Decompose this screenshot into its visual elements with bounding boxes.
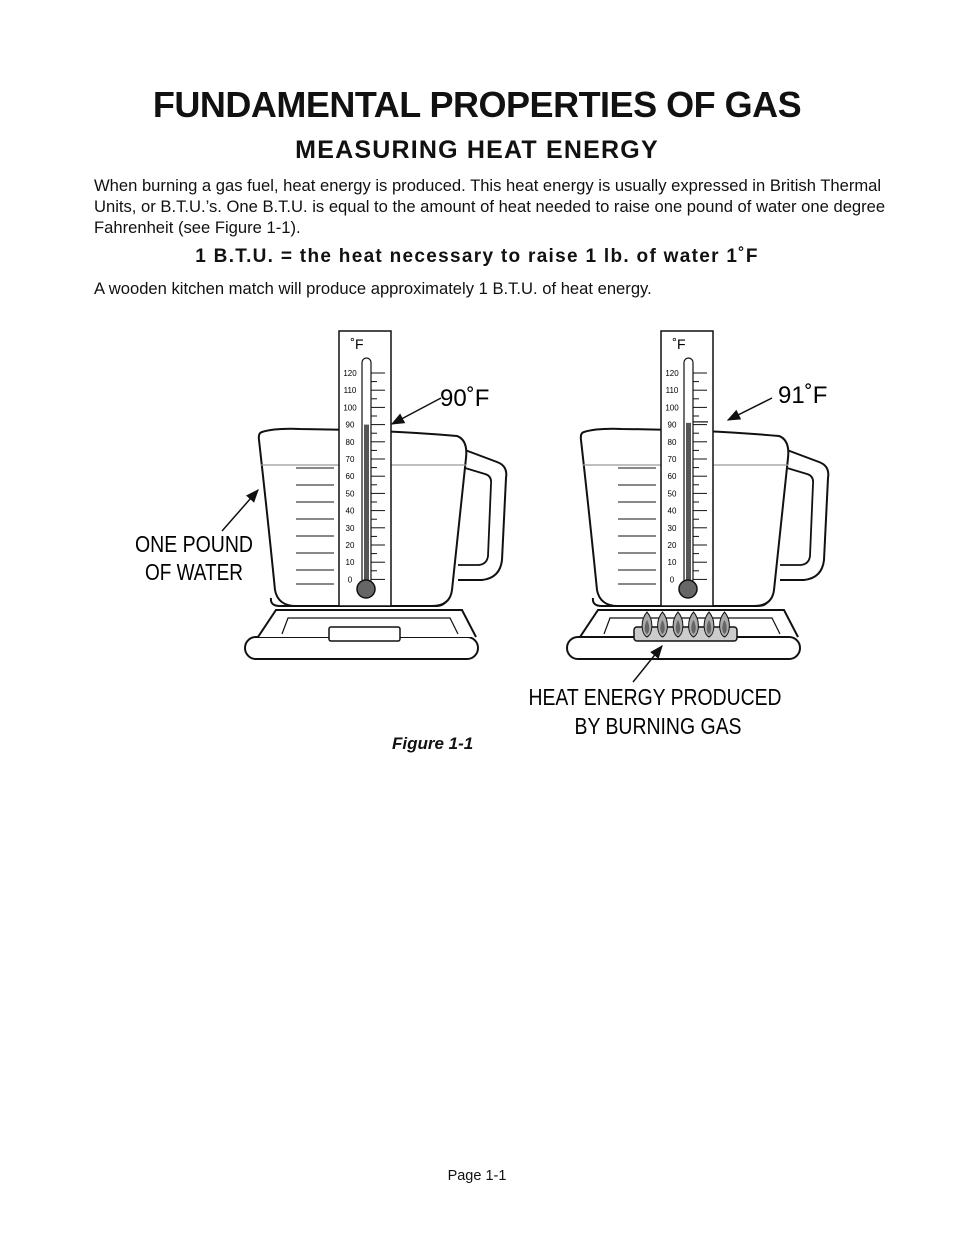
- scale-label-0: 0: [670, 575, 675, 584]
- scale-label-60: 60: [346, 472, 355, 481]
- scale-label-80: 80: [668, 438, 677, 447]
- scale-label-60: 60: [668, 472, 677, 481]
- scale-label-90: 90: [668, 421, 677, 430]
- temperature-callout-90: 90˚F: [440, 385, 489, 412]
- match-note: A wooden kitchen match will produce appr…: [94, 279, 652, 298]
- burner-flames: [641, 611, 730, 638]
- scale-label-40: 40: [668, 507, 677, 516]
- scale-label-10: 10: [346, 558, 355, 567]
- page-title: FUNDAMENTAL PROPERTIES OF GAS: [152, 84, 802, 125]
- scale-label-20: 20: [346, 541, 355, 550]
- scale-label-120: 120: [343, 369, 357, 378]
- scale-label-40: 40: [346, 507, 355, 516]
- heat-callout-line2: BY BURNING GAS: [575, 713, 742, 739]
- mercury-column: [364, 424, 369, 585]
- flame-core: [691, 620, 696, 634]
- scale-label-70: 70: [668, 455, 677, 464]
- scale-label-50: 50: [346, 489, 355, 498]
- cup-graduation-marks: [618, 467, 656, 585]
- scale-label-120: 120: [665, 369, 679, 378]
- unit-label: ˚F: [672, 336, 685, 352]
- flame-core: [644, 620, 650, 634]
- scale-label-30: 30: [668, 524, 677, 533]
- mercury-column: [686, 422, 691, 585]
- scale-label-0: 0: [348, 575, 353, 584]
- figure-caption: Figure 1-1: [392, 734, 474, 753]
- water-callout-line1: ONE POUND: [135, 531, 253, 557]
- scale-label-50: 50: [668, 489, 677, 498]
- flame-core: [660, 620, 665, 634]
- water-callout-line2: OF WATER: [145, 559, 243, 585]
- scale-label-110: 110: [344, 386, 357, 395]
- flame-core: [722, 620, 727, 634]
- unit-label: ˚F: [350, 336, 363, 352]
- scale-label-110: 110: [666, 386, 679, 395]
- scale-label-100: 100: [665, 403, 679, 412]
- stove-base: [244, 609, 479, 660]
- scale-label-30: 30: [346, 524, 355, 533]
- page-number: Page 1-1: [447, 1168, 507, 1184]
- cup-graduation-marks: [296, 467, 334, 585]
- scale-label-80: 80: [346, 438, 355, 447]
- temperature-callout-91: 91˚F: [778, 382, 827, 409]
- stove-base: [566, 609, 801, 660]
- intro-paragraph: When burning a gas fuel, heat energy is …: [94, 176, 886, 237]
- thermometer-bulb: [678, 579, 698, 599]
- scale-label-100: 100: [343, 403, 357, 412]
- flame-core: [675, 620, 681, 634]
- scale-label-70: 70: [346, 455, 355, 464]
- scale-label-90: 90: [346, 421, 355, 430]
- btu-definition: 1 B.T.U. = the heat necessary to raise 1…: [195, 246, 759, 267]
- thermometer-bulb: [356, 579, 376, 599]
- heat-callout-line1: HEAT ENERGY PRODUCED: [529, 684, 782, 710]
- flame-core: [706, 620, 712, 634]
- section-title: MEASURING HEAT ENERGY: [295, 136, 659, 164]
- scale-label-10: 10: [668, 558, 677, 567]
- scale-label-20: 20: [668, 541, 677, 550]
